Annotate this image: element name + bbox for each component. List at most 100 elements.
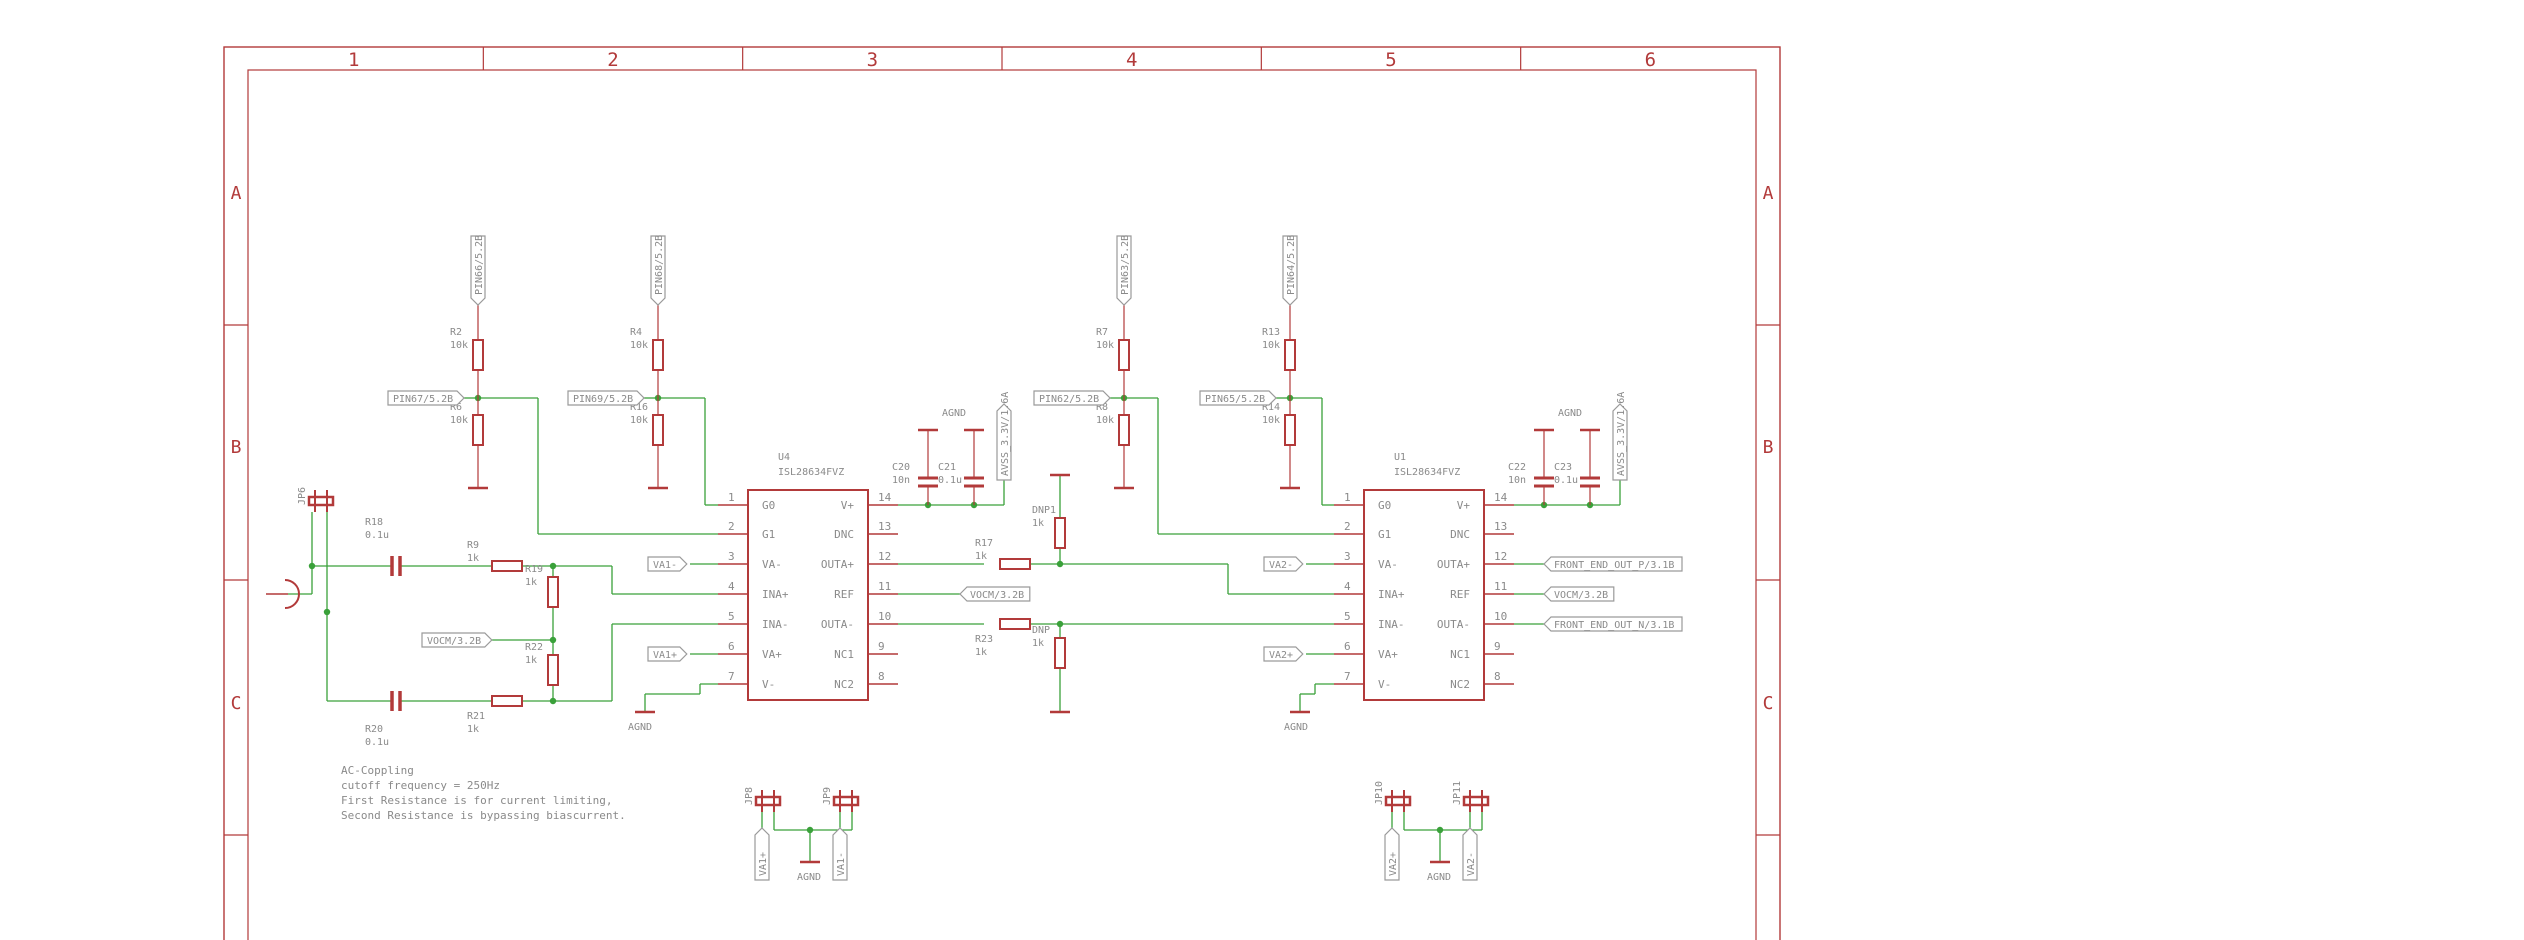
resistor-name: R8	[1096, 402, 1108, 413]
pin-number: 1	[728, 491, 735, 504]
resistor-name: R21	[467, 711, 485, 722]
net-tag	[1462, 827, 1478, 881]
resistor-body	[1284, 414, 1296, 446]
net-tag-text: PIN64/5.2B	[1286, 235, 1297, 295]
capacitor-value: 0.1u	[365, 737, 389, 748]
jumper-body	[1462, 795, 1490, 807]
pin-number: 6	[728, 640, 735, 653]
pin-name: NC1	[834, 648, 854, 661]
resistor-body	[999, 618, 1031, 630]
jumper-name: JP6	[297, 487, 308, 505]
capacitor-name: C22	[1508, 462, 1526, 473]
net-tag	[1116, 235, 1132, 306]
note-text: AC-Coppling	[341, 764, 414, 777]
net-tag-text: VA2+	[1269, 650, 1293, 661]
resistor-value: 1k	[525, 655, 537, 666]
net-tag	[959, 586, 1031, 602]
net-tag	[1199, 390, 1277, 406]
capacitor-name: R18	[365, 517, 383, 528]
pin-number: 3	[728, 550, 735, 563]
ic-body	[1363, 489, 1485, 701]
capacitor-value: 10n	[1508, 475, 1526, 486]
net-tag-text: VOCM/3.2B	[1554, 590, 1608, 601]
agnd-label: AGND	[1427, 872, 1451, 883]
resistor-body	[1118, 414, 1130, 446]
resistor-value: 1k	[467, 553, 479, 564]
agnd-label: AGND	[1284, 722, 1308, 733]
resistor-name: R2	[450, 327, 462, 338]
pin-name: G1	[1378, 528, 1391, 541]
row-letter: C	[231, 693, 242, 714]
net-tag	[470, 235, 486, 306]
capacitor-name: C20	[892, 462, 910, 473]
resistor-value: 10k	[1262, 340, 1280, 351]
net-tag-text: VOCM/3.2B	[427, 636, 481, 647]
column-number: 2	[607, 49, 618, 71]
pin-name: V-	[1378, 678, 1391, 691]
jumper-body	[832, 795, 860, 807]
resistor-body	[547, 576, 559, 608]
pin-name: G0	[762, 499, 775, 512]
net-tag-text: FRONT_END_OUT_P/3.1B	[1554, 560, 1674, 571]
resistor-value: 1k	[1032, 518, 1044, 529]
resistor-value: 1k	[467, 724, 479, 735]
resistor-name: R17	[975, 538, 993, 549]
net-tag	[1543, 616, 1683, 632]
net-tag-text: AVSS_3.3V/1.6A	[1000, 392, 1011, 476]
pin-number: 3	[1344, 550, 1351, 563]
resistor-body	[652, 414, 664, 446]
resistor-value: 10k	[1096, 415, 1114, 426]
pin-name: OUTA-	[1437, 618, 1470, 631]
resistor-value: 10k	[450, 415, 468, 426]
pin-number: 12	[878, 550, 891, 563]
pin-number: 8	[1494, 670, 1501, 683]
pin-number: 13	[1494, 520, 1507, 533]
pin-number: 6	[1344, 640, 1351, 653]
net-tag	[387, 390, 465, 406]
net-tag-text: VA1-	[653, 560, 677, 571]
pin-name: NC1	[1450, 648, 1470, 661]
resistor-body	[1054, 637, 1066, 669]
pin-number: 10	[1494, 610, 1507, 623]
pin-name: V-	[762, 678, 775, 691]
junction-dot	[323, 608, 331, 616]
jumper-body	[1384, 795, 1412, 807]
resistor-value: 10k	[450, 340, 468, 351]
resistor-value: 1k	[525, 577, 537, 588]
row-letter: A	[231, 183, 242, 204]
net-tag-text: VA1+	[653, 650, 677, 661]
pin-name: V+	[841, 499, 855, 512]
resistor-value: 10k	[1096, 340, 1114, 351]
resistor-body	[1284, 339, 1296, 371]
pin-name: INA+	[762, 588, 789, 601]
resistor-name: R7	[1096, 327, 1108, 338]
net-tag	[1263, 556, 1304, 572]
pin-name: VA+	[762, 648, 782, 661]
jumper-name: JP11	[1452, 781, 1463, 805]
resistor-body	[491, 695, 523, 707]
pin-number: 1	[1344, 491, 1351, 504]
junction-dot	[308, 562, 316, 570]
pin-number: 2	[728, 520, 735, 533]
resistor-body	[652, 339, 664, 371]
component-layer	[266, 305, 1600, 864]
net-tag	[832, 827, 848, 881]
net-tag	[421, 632, 493, 648]
pin-name: OUTA+	[1437, 558, 1470, 571]
net-tag-text: VA1-	[836, 852, 847, 876]
pin-number: 5	[728, 610, 735, 623]
resistor-value: 10k	[630, 415, 648, 426]
net-tag-text: VA2-	[1269, 560, 1293, 571]
net-tag-text: FRONT_END_OUT_N/3.1B	[1554, 620, 1674, 631]
pin-number: 9	[1494, 640, 1501, 653]
note-text: First Resistance is for current limiting…	[341, 794, 613, 807]
resistor-body	[472, 339, 484, 371]
net-tag	[1263, 646, 1304, 662]
pin-number: 4	[1344, 580, 1351, 593]
capacitor-name: C23	[1554, 462, 1572, 473]
resistor-name: R13	[1262, 327, 1280, 338]
pin-name: INA-	[762, 618, 789, 631]
resistor-name: R14	[1262, 402, 1280, 413]
net-tag	[1543, 586, 1615, 602]
net-tag-text: PIN69/5.2B	[573, 394, 633, 405]
